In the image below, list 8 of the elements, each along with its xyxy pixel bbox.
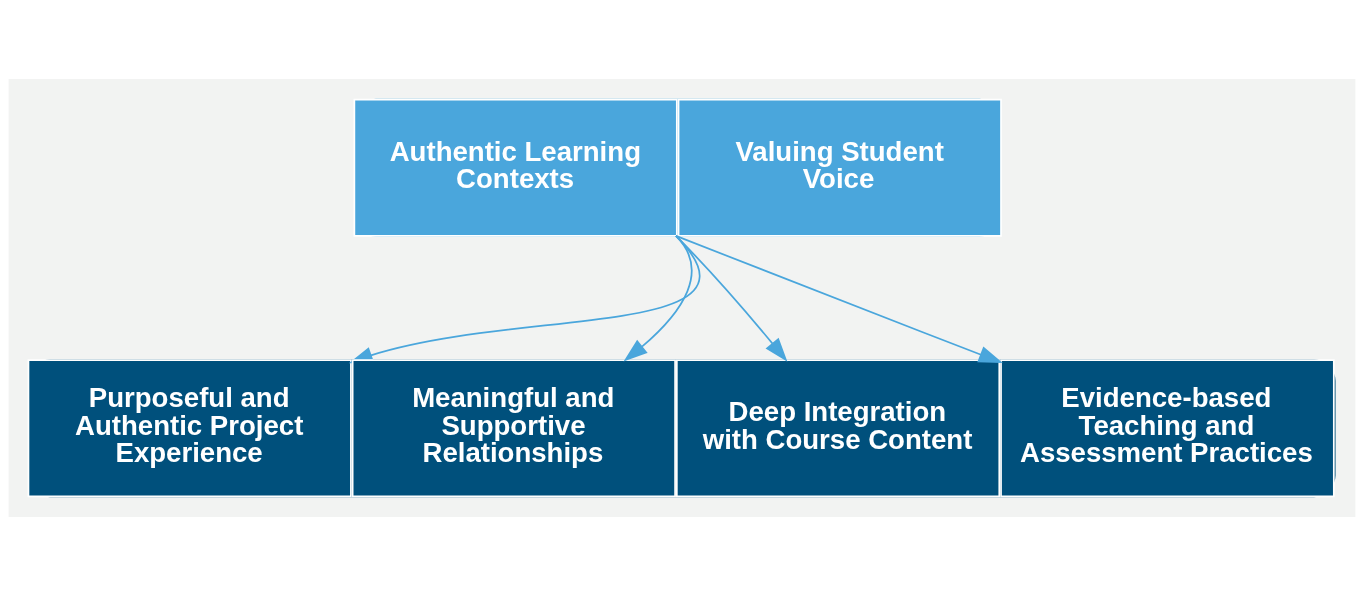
node-box: Authentic Learning Contexts xyxy=(353,98,678,237)
node-box: Valuing Student Voice xyxy=(677,98,1002,237)
arrow xyxy=(675,234,1003,363)
node-box: Deep Integration with Course Content xyxy=(675,358,1001,497)
arrow xyxy=(675,234,788,362)
node-box: Meaningful and Supportive Relationships xyxy=(351,358,676,497)
node-box: Evidence-based Teaching and Assessment Practices xyxy=(1000,358,1335,497)
node-box: Purposeful and Authentic Project Experience xyxy=(27,358,352,497)
